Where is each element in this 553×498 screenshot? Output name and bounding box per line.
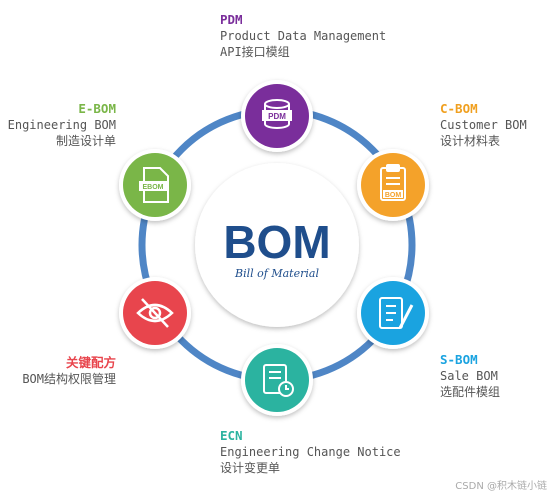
ebom-line1: Engineering BOM — [7, 118, 116, 132]
pdm-line2: API接口模组 — [220, 45, 290, 59]
eye-off-icon — [136, 298, 174, 328]
ebom-label: E-BOM Engineering BOM 制造设计单 — [0, 101, 116, 149]
key-formula-line1: BOM结构权限管理 — [22, 372, 116, 386]
key-formula-node — [119, 277, 191, 349]
ecn-line1: Engineering Change Notice — [220, 445, 401, 459]
sbom-line1: Sale BOM — [440, 369, 498, 383]
ecn-title: ECN — [220, 428, 243, 443]
checklist-icon — [379, 297, 414, 329]
sbom-line2: 选配件模组 — [440, 385, 501, 399]
watermark: CSDN @积木链小链 — [455, 481, 547, 492]
ecn-label: ECN Engineering Change Notice 设计变更单 — [220, 428, 401, 476]
cbom-title: C-BOM — [440, 101, 478, 116]
pdm-title: PDM — [220, 12, 243, 27]
cbom-line1: Customer BOM — [440, 118, 527, 132]
sbom-title: S-BOM — [440, 352, 478, 367]
pdm-node: PDM — [241, 80, 313, 152]
svg-text:BOM: BOM — [385, 192, 402, 199]
sbom-label: S-BOM Sale BOM 选配件模组 — [440, 352, 500, 400]
cbom-node: BOM — [357, 149, 429, 221]
sbom-node — [357, 277, 429, 349]
ecn-line2: 设计变更单 — [220, 461, 281, 475]
cbom-label: C-BOM Customer BOM 设计材料表 — [440, 101, 527, 149]
pdm-label: PDM Product Data Management API接口模组 — [220, 12, 386, 60]
center-title: BOM — [223, 216, 330, 268]
center-subtitle: Bill of Material — [234, 267, 319, 280]
key-formula-title: 关键配方 — [65, 355, 116, 370]
key-formula-label: 关键配方 BOM结构权限管理 — [0, 355, 116, 387]
clipboard-icon — [380, 164, 406, 201]
database-icon — [264, 99, 290, 129]
pdm-line1: Product Data Management — [220, 29, 387, 43]
ebom-line2: 制造设计单 — [55, 134, 116, 148]
ebom-node: EBOM — [119, 149, 191, 221]
cbom-line2: 设计材料表 — [440, 134, 501, 148]
document-clock-icon — [263, 364, 294, 397]
svg-text:PDM: PDM — [268, 112, 286, 121]
center-circle — [195, 163, 359, 327]
svg-text:EBOM: EBOM — [143, 184, 164, 191]
ebom-title: E-BOM — [78, 101, 116, 116]
ecn-node — [241, 344, 313, 416]
file-icon — [143, 167, 169, 203]
